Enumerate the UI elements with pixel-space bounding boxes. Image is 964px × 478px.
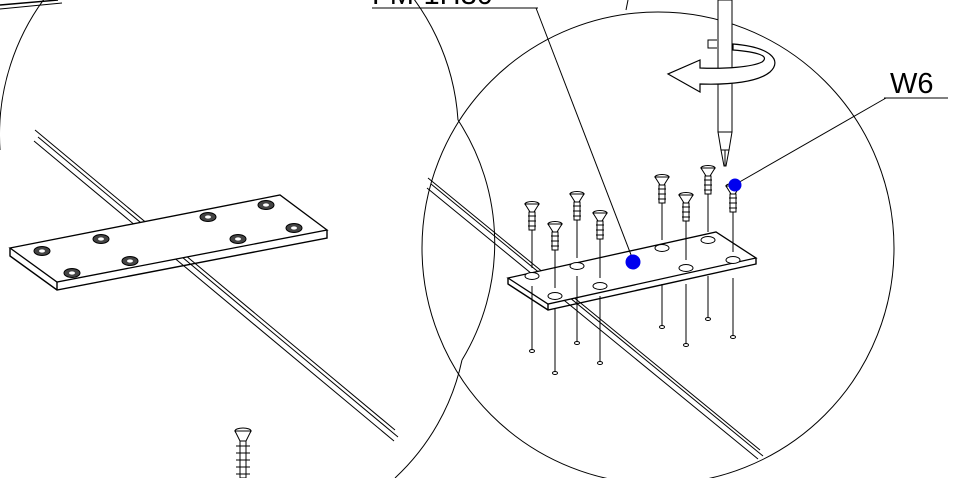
- mending-plate-right: [506, 231, 758, 311]
- plate-holes-left: [33, 200, 303, 278]
- table-seam-right: [426, 177, 764, 460]
- part-label: FM-1H30: [372, 0, 493, 11]
- left-detail-view: [0, 0, 496, 478]
- screw-icon: [700, 165, 716, 232]
- screws-above: [524, 165, 741, 288]
- mending-plate-left: [8, 194, 329, 291]
- left-detail-circle: [0, 0, 459, 150]
- screw-axis-lines: [529, 276, 736, 375]
- screwdriver-icon: [717, 0, 733, 167]
- callout-part-top: FM-1H30: [372, 0, 641, 270]
- screw-icon: [569, 191, 585, 258]
- table-seam-left: [33, 129, 399, 442]
- screw-icon: [234, 427, 252, 478]
- screw-icon: [654, 174, 670, 240]
- corner-frame-fragment: [0, 0, 63, 10]
- screw-icon: [547, 221, 563, 288]
- plate-holes-right: [524, 236, 741, 300]
- washer-label: W6: [890, 68, 934, 100]
- callout-marker-part: [625, 254, 641, 270]
- callout-washer: W6: [728, 68, 948, 192]
- right-detail-view: FM-1H30 W6: [372, 0, 948, 478]
- screw-icon: [524, 201, 540, 268]
- callout-marker-washer: [728, 178, 742, 192]
- right-detail-circle: [421, 11, 895, 478]
- screw-icon: [592, 210, 608, 278]
- screw-icon: [678, 192, 694, 260]
- clockwise-rotation-arrow-icon: [666, 39, 776, 94]
